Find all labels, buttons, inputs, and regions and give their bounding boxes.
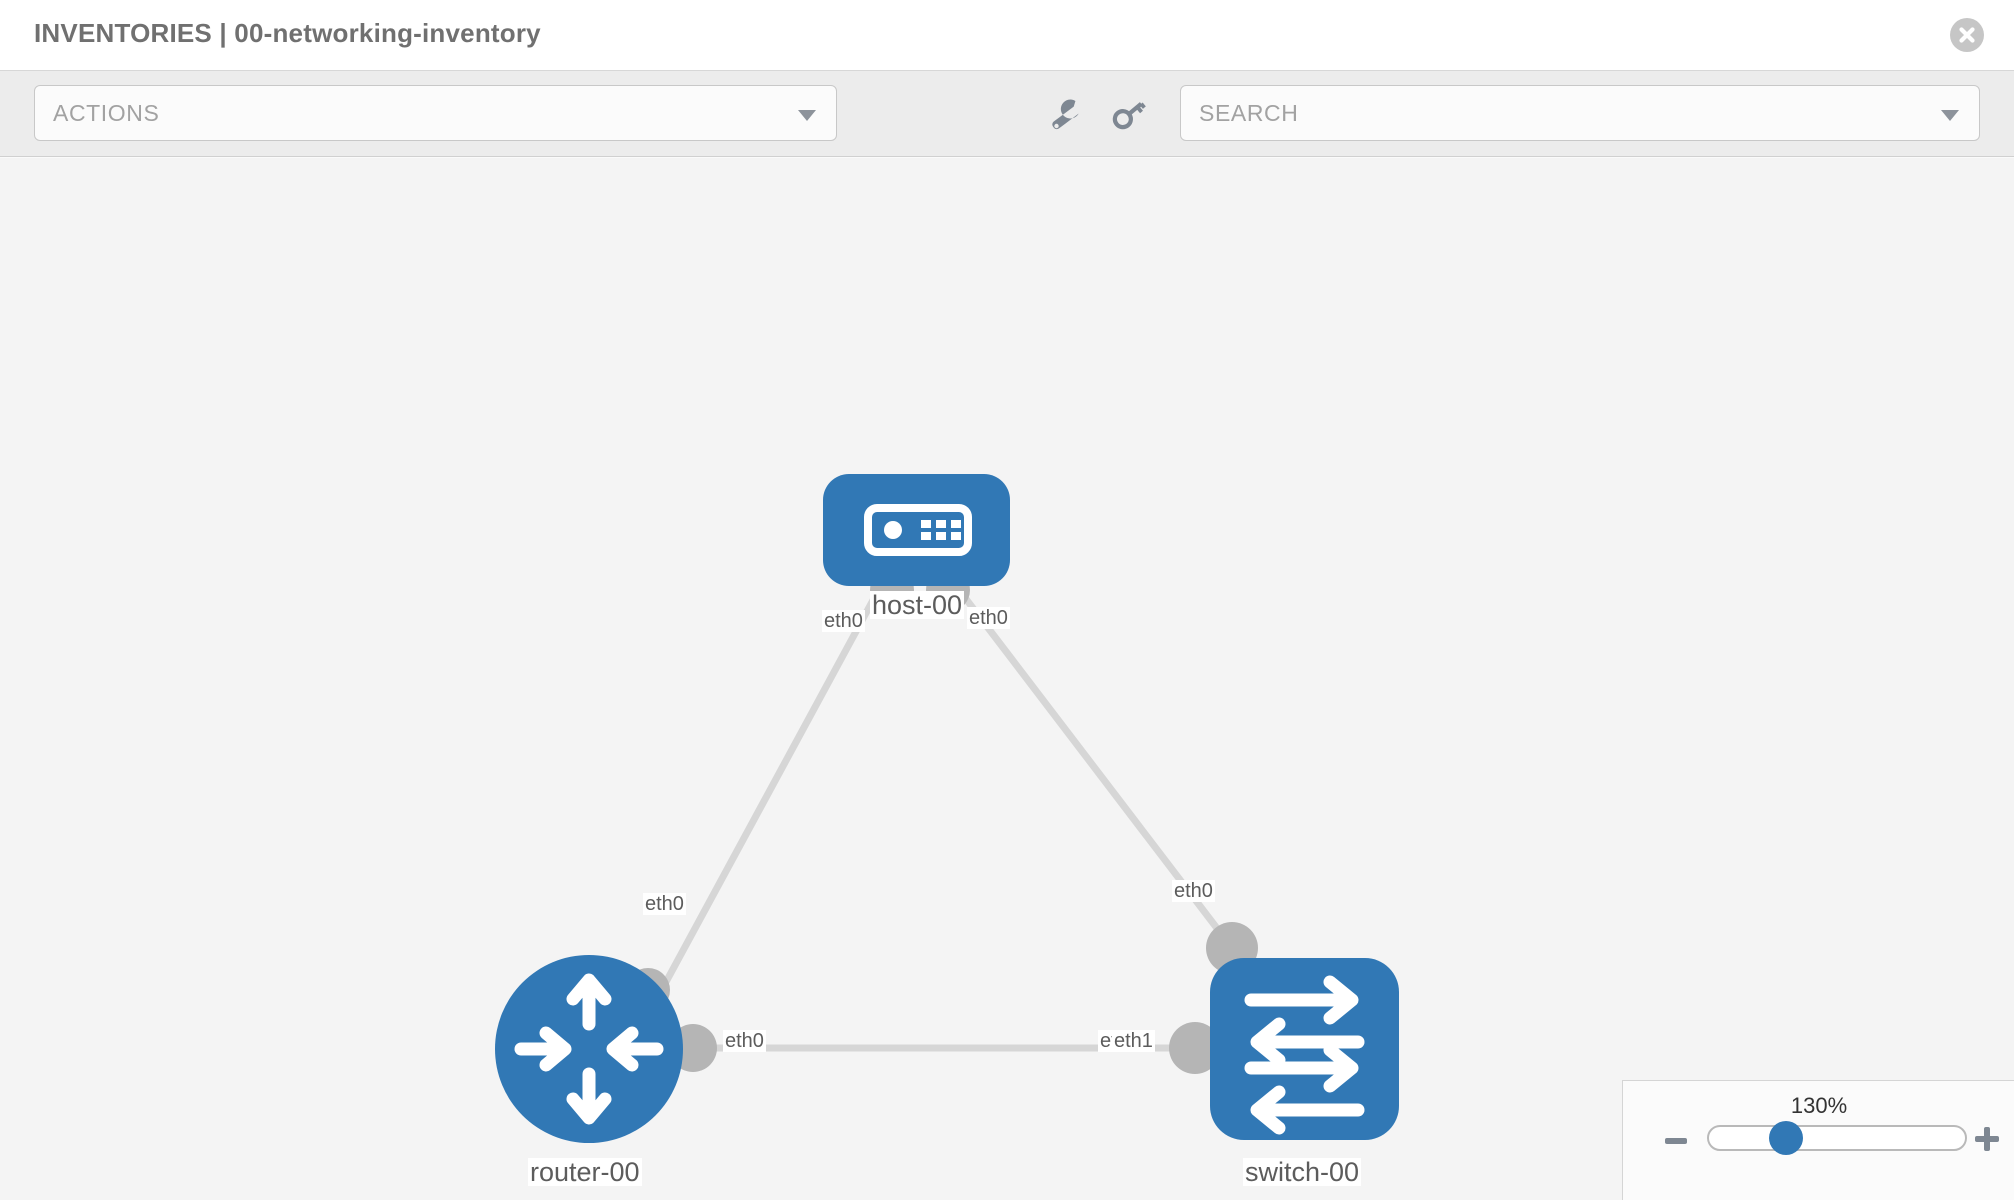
iface-label-host-right: eth0 [967, 607, 1010, 629]
search-input[interactable]: SEARCH [1180, 85, 1980, 141]
iface-label-router-uplink: eth0 [643, 893, 686, 915]
close-icon[interactable] [1950, 18, 1984, 52]
zoom-in-button[interactable] [1975, 1127, 1999, 1151]
iface-label-router-right: eth0 [723, 1030, 766, 1052]
key-icon[interactable] [1108, 93, 1150, 135]
node-label-router-00: router-00 [528, 1157, 642, 1187]
toolbar: ACTIONS SEARCH [0, 71, 2014, 157]
iface-label-switch-left: eth1 [1112, 1030, 1155, 1052]
zoom-slider-thumb[interactable] [1769, 1121, 1803, 1155]
topology-graph [495, 474, 1399, 1143]
wrench-icon[interactable] [1043, 93, 1085, 135]
node-switch-00[interactable] [1210, 958, 1399, 1140]
zoom-slider-track[interactable] [1707, 1125, 1967, 1151]
page-title: INVENTORIES | 00-networking-inventory [34, 18, 541, 48]
chevron-down-icon [798, 110, 816, 121]
chevron-down-icon[interactable] [1941, 110, 1959, 121]
topology-canvas[interactable]: host-00 router-00 switch-00 eth0 eth0 et… [0, 158, 2014, 1200]
search-placeholder: SEARCH [1199, 100, 1299, 126]
zoom-out-button[interactable] [1665, 1138, 1687, 1144]
actions-dropdown[interactable]: ACTIONS [34, 85, 837, 141]
actions-dropdown-label: ACTIONS [53, 100, 160, 126]
node-label-host-00: host-00 [870, 590, 965, 620]
link-host-router[interactable] [656, 576, 889, 995]
iface-label-switch-uplink: eth0 [1172, 880, 1215, 902]
node-label-switch-00: switch-00 [1243, 1157, 1362, 1187]
iface-label-host-left: eth0 [822, 610, 865, 632]
port-switch-left[interactable] [1169, 1022, 1221, 1074]
zoom-level-value: 130% [1790, 1093, 1848, 1118]
node-host-00[interactable] [823, 474, 1010, 586]
node-router-00[interactable] [495, 955, 683, 1143]
zoom-control-panel: 130% [1622, 1080, 2014, 1200]
page-header: INVENTORIES | 00-networking-inventory [0, 0, 2014, 71]
